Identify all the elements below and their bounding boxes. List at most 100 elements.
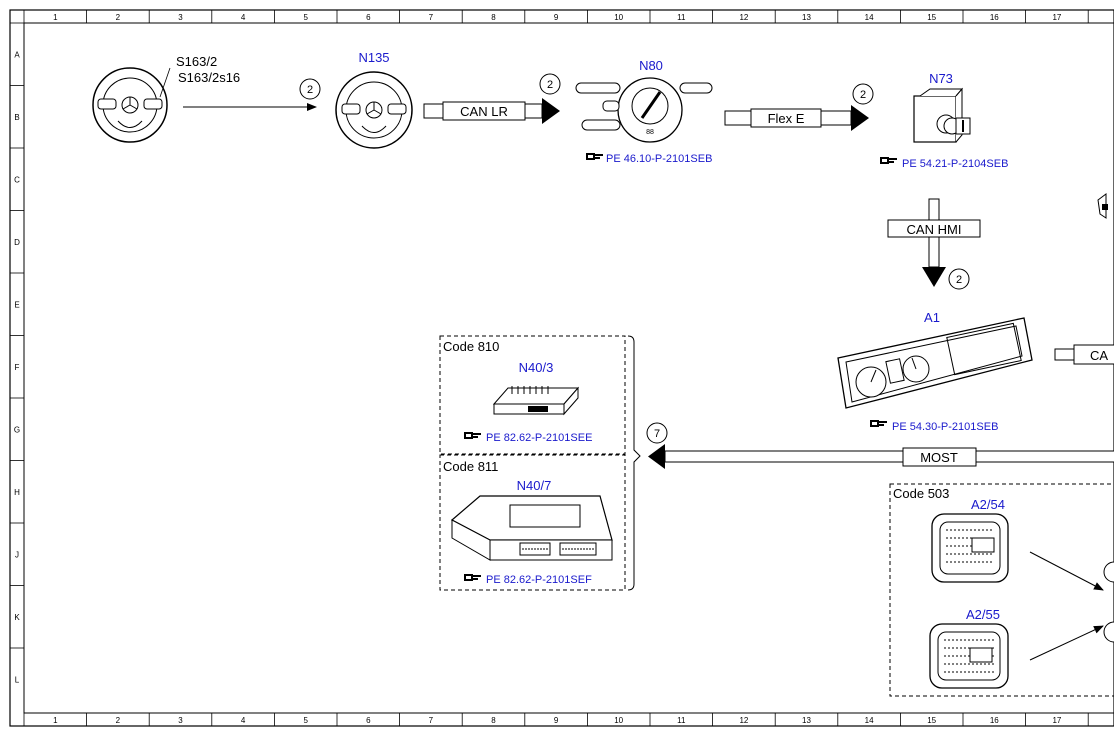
marker-2: 2 <box>539 73 561 95</box>
connector-a2-55 <box>929 623 1009 689</box>
grid-row-label: C <box>14 175 20 184</box>
partial-component-right <box>1097 193 1108 219</box>
pointing-hand-icon <box>464 574 481 581</box>
bus-can-hmi <box>887 198 981 287</box>
bus-most <box>648 444 1114 469</box>
grid-row-label: D <box>14 238 20 247</box>
code-811-label: Code 811 <box>443 459 498 474</box>
n73-label: N73 <box>929 71 953 86</box>
grid-column-label: 12 <box>739 716 748 725</box>
grid-column-label: 17 <box>1052 716 1061 725</box>
bus-a1-right <box>1054 344 1114 365</box>
svg-text:7: 7 <box>654 428 660 440</box>
grid-column-label: 3 <box>178 13 183 22</box>
grid-column-label: 13 <box>802 13 811 22</box>
grid-frame <box>9 9 1114 727</box>
n40-7-reference[interactable]: PE 82.62-P-2101SEF <box>486 574 592 586</box>
flex-e-label: Flex E <box>768 111 805 126</box>
most-label: MOST <box>920 450 958 465</box>
control-unit-n40-7 <box>450 495 613 561</box>
a1-reference[interactable]: PE 54.30-P-2101SEB <box>892 421 998 433</box>
pointing-hand-icon <box>880 157 897 164</box>
grid-rows: A B C D E F G H J K L <box>10 22 24 684</box>
grid-column-label: 17 <box>1052 13 1061 22</box>
steering-column-module-n80: 88 <box>575 77 713 143</box>
grid-row-label: F <box>15 363 20 372</box>
n40-3-reference[interactable]: PE 82.62-P-2101SEE <box>486 432 592 444</box>
grid-row-label: K <box>14 613 20 622</box>
connector-a2-54 <box>931 513 1009 583</box>
can-lr-label: CAN LR <box>460 104 508 119</box>
marker-3: 2 <box>852 83 874 105</box>
grid-column-label: 3 <box>178 716 183 725</box>
grid-column-label: 16 <box>990 716 999 725</box>
s163-label: S163/2 <box>176 54 217 69</box>
grid-column-label: 10 <box>614 13 623 22</box>
code-503-label: Code 503 <box>893 486 949 501</box>
grid-column-label: 7 <box>429 716 434 725</box>
marker-4: 2 <box>948 268 970 290</box>
grid-row-label: H <box>14 488 20 497</box>
a2-54-label: A2/54 <box>971 497 1005 512</box>
pointing-hand-icon <box>464 432 481 439</box>
grid-column-label: 16 <box>990 13 999 22</box>
grid-row-label: B <box>14 113 19 122</box>
grid-row-label: E <box>14 300 19 309</box>
grid-column-label: 12 <box>739 13 748 22</box>
arrow-a2-55 <box>1029 625 1104 661</box>
s163-sub-label: S163/2s16 <box>178 70 240 85</box>
grid-column-label: 11 <box>677 716 686 725</box>
grid-column-label: 4 <box>241 716 246 725</box>
grid-column-label: 6 <box>366 13 371 22</box>
n40-3-label: N40/3 <box>519 360 554 375</box>
n73-reference[interactable]: PE 54.21-P-2104SEB <box>902 158 1008 170</box>
steering-wheel-s163 <box>92 67 171 143</box>
grid-column-label: 5 <box>303 13 308 22</box>
grid-column-label: 15 <box>927 13 936 22</box>
a2-55-label: A2/55 <box>966 607 1000 622</box>
bus-can-lr <box>423 98 560 124</box>
grid-column-label: 10 <box>614 716 623 725</box>
marker-5: 7 <box>646 422 668 444</box>
grid-column-label: 8 <box>491 716 496 725</box>
can-hmi-label: CAN HMI <box>907 222 962 237</box>
grid-column-label: 14 <box>865 13 874 22</box>
pointing-hand-icon <box>586 153 603 160</box>
n40-7-label: N40/7 <box>517 478 552 493</box>
grid-column-label: 7 <box>429 13 434 22</box>
code-503-group <box>889 483 1114 697</box>
grid-row-label: G <box>14 425 20 434</box>
grid-column-label: 4 <box>241 13 246 22</box>
grid-column-label: 2 <box>116 716 121 725</box>
bus-flex-e <box>724 105 869 131</box>
grid-column-label: 15 <box>927 716 936 725</box>
code-810-811-group <box>439 335 641 591</box>
steering-wheel-n135 <box>335 71 413 149</box>
grid-row-label: A <box>14 50 20 59</box>
n135-label: N135 <box>358 50 389 65</box>
grid-column-label: 9 <box>554 716 559 725</box>
grid-row-label: L <box>15 675 20 684</box>
pointing-hand-icon <box>870 420 887 427</box>
grid-column-label: 5 <box>303 716 308 725</box>
marker-partial-2 <box>1103 621 1114 643</box>
a1-label: A1 <box>924 310 940 325</box>
marker-1: 2 <box>299 78 321 100</box>
code-810-label: Code 810 <box>443 339 499 354</box>
ignition-switch-n73 <box>913 87 971 143</box>
grid-column-label: 9 <box>554 13 559 22</box>
grid-column-label: 14 <box>865 716 874 725</box>
svg-text:2: 2 <box>956 274 962 286</box>
grid-column-label: 11 <box>677 13 686 22</box>
grid-column-label: 1 <box>53 716 58 725</box>
svg-text:2: 2 <box>307 84 313 96</box>
marker-partial-1 <box>1103 561 1114 583</box>
grid-row-label: J <box>15 550 19 559</box>
n80-reference[interactable]: PE 46.10-P-2101SEB <box>606 153 712 165</box>
instrument-cluster-a1 <box>837 317 1033 409</box>
grid-column-label: 2 <box>116 13 121 22</box>
grid-column-label: 6 <box>366 716 371 725</box>
svg-text:2: 2 <box>860 89 866 101</box>
